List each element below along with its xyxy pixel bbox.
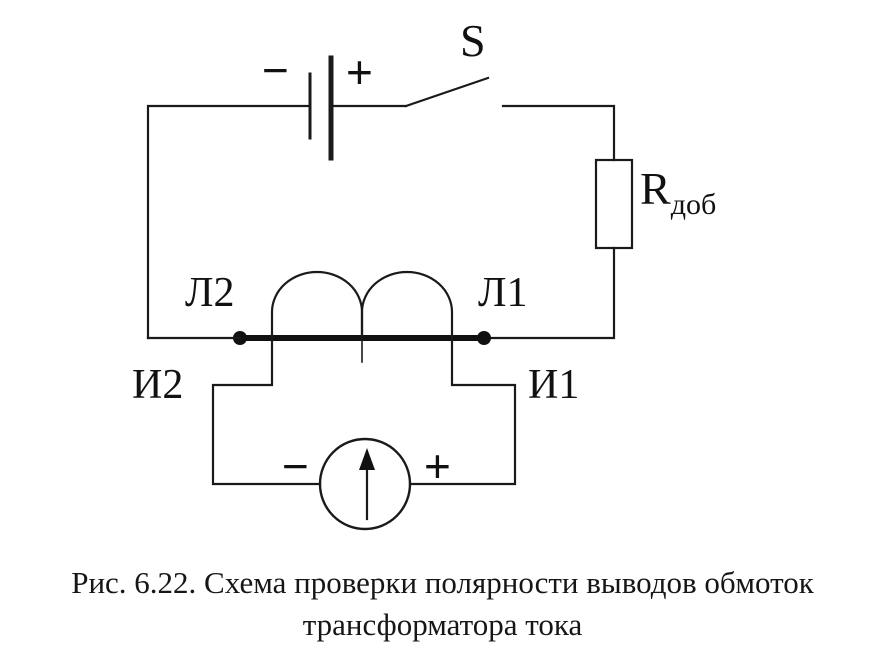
meter-minus-sign: − [282,440,309,492]
caption-line-2: трансформатора тока [302,607,583,642]
switch-blade [404,76,490,108]
galvanometer-arrow-icon [359,448,375,470]
terminal-l2-label: Л2 [185,270,235,316]
left-wire [146,104,312,340]
terminal-l1-dot [477,331,491,345]
figure-caption: Рис. 6.22. Схема проверки полярности выв… [0,562,885,646]
terminal-i2-label: И2 [132,362,183,408]
resistor-label-main: R [640,163,671,214]
terminal-l1-label: Л1 [478,270,528,316]
resistor-label: Rдоб [640,163,716,221]
resistor-label-sub: доб [671,188,717,221]
caption-line-1: Рис. 6.22. Схема проверки полярности выв… [71,565,814,600]
battery-plus-sign: + [346,46,373,98]
galvanometer [318,437,412,531]
secondary-right-wire [408,336,517,486]
meter-plus-sign: + [424,440,451,492]
core-loop-right [360,270,454,340]
battery-minus-sign: − [262,44,289,96]
secondary-left-wire [211,336,322,486]
switch-label: S [460,15,486,66]
terminal-i1-label: И1 [528,362,579,408]
switch-to-resistor-wire [501,104,616,162]
resistor [594,158,634,250]
core-loop-left [270,270,364,340]
resistor-to-l1-wire [482,246,616,340]
circuit-diagram: S Rдоб Л2 Л1 И2 И1 − + − + [132,15,716,531]
